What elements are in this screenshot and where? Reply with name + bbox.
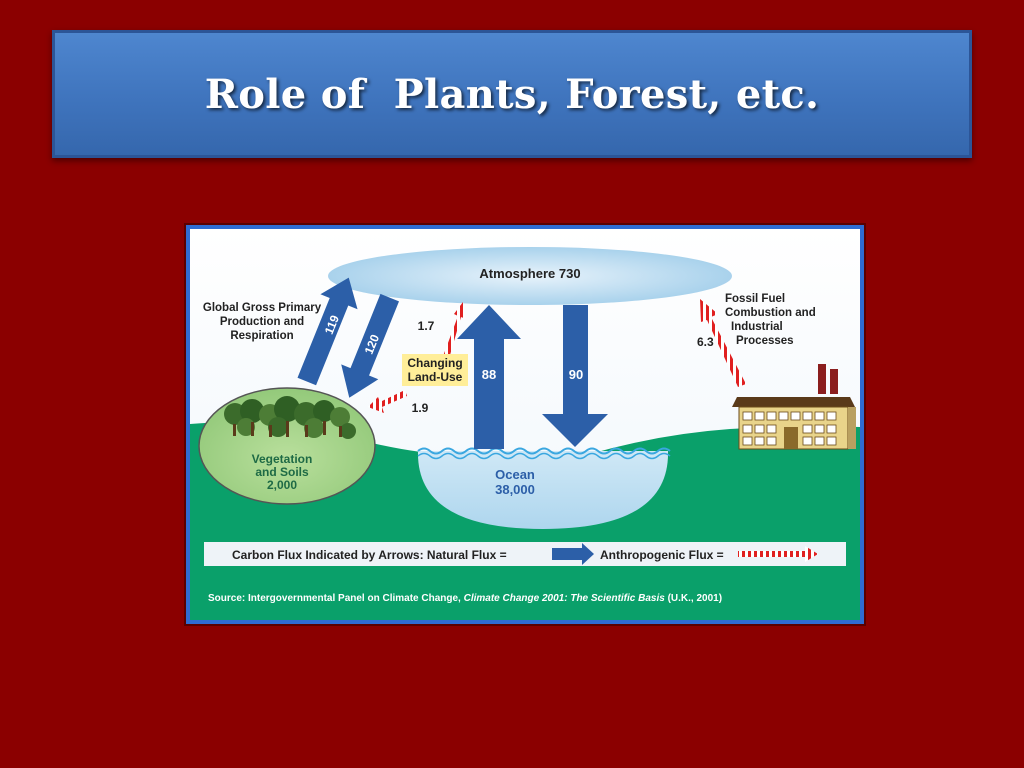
legend-natural-text: Carbon Flux Indicated by Arrows: Natural… (232, 548, 507, 562)
vegetation-label-line2: and Soils (255, 465, 309, 479)
ocean-amount: 38,000 (495, 482, 535, 497)
ocean-label: Ocean (495, 467, 535, 482)
fossil-label-line4: Processes (736, 335, 794, 347)
respiration-release-arrow: 120 (341, 293, 400, 398)
title-banner: Role of Plants, Forest, etc. (52, 30, 972, 158)
fossil-fuel-emission-arrow (700, 299, 746, 387)
legend-anthro-arrow (738, 546, 818, 562)
land-use-emission-value: 1.7 (418, 319, 435, 333)
ocean-basin (417, 451, 669, 529)
carbon-cycle-diagram: Ocean 38,000 Vegetation and Soils 2,000 … (190, 229, 860, 620)
fossil-value: 6.3 (697, 335, 714, 349)
land-use-box (402, 354, 468, 386)
fossil-label-line3: Industrial (731, 321, 783, 333)
ocean-waves-lower (417, 452, 671, 460)
atmosphere-pool (328, 247, 732, 305)
fossil-label-line1: Fossil Fuel (725, 293, 785, 305)
ocean-waves (417, 447, 671, 455)
forest-trees-icon (224, 396, 356, 439)
ocean-uptake-value: 88 (482, 367, 496, 382)
gpp-label-line3: Respiration (230, 330, 293, 342)
ocean-release-value: 90 (569, 367, 583, 382)
legend-natural-arrow (552, 543, 594, 565)
land-use-emission-arrow (442, 302, 466, 362)
fossil-label-line2: Combustion and (725, 307, 816, 319)
source-citation: Source: Intergovernmental Panel on Clima… (208, 593, 722, 604)
land-use-uptake-arrow (368, 390, 407, 413)
gpp-label-line2: Production and (220, 316, 304, 328)
slide-title: Role of Plants, Forest, etc. (204, 70, 820, 118)
carbon-cycle-figure: Ocean 38,000 Vegetation and Soils 2,000 … (186, 225, 864, 624)
ocean-uptake-arrow: 88 (457, 305, 521, 449)
gpp-uptake-value: 119 (322, 313, 342, 336)
gpp-label-line1: Global Gross Primary (203, 302, 322, 314)
land-use-uptake-value: 1.9 (412, 401, 429, 415)
land-use-label-line2: Land-Use (408, 370, 463, 384)
legend-anthro-text: Anthropogenic Flux = (600, 548, 724, 562)
vegetation-label-line1: Vegetation (252, 452, 313, 466)
factory-icon (732, 364, 856, 450)
ocean-release-arrow: 90 (542, 305, 608, 447)
vegetation-amount: 2,000 (267, 478, 297, 492)
gpp-uptake-arrow: 119 (297, 277, 358, 386)
land-use-label-line1: Changing (407, 356, 462, 370)
atmosphere-label: Atmosphere 730 (479, 266, 580, 281)
